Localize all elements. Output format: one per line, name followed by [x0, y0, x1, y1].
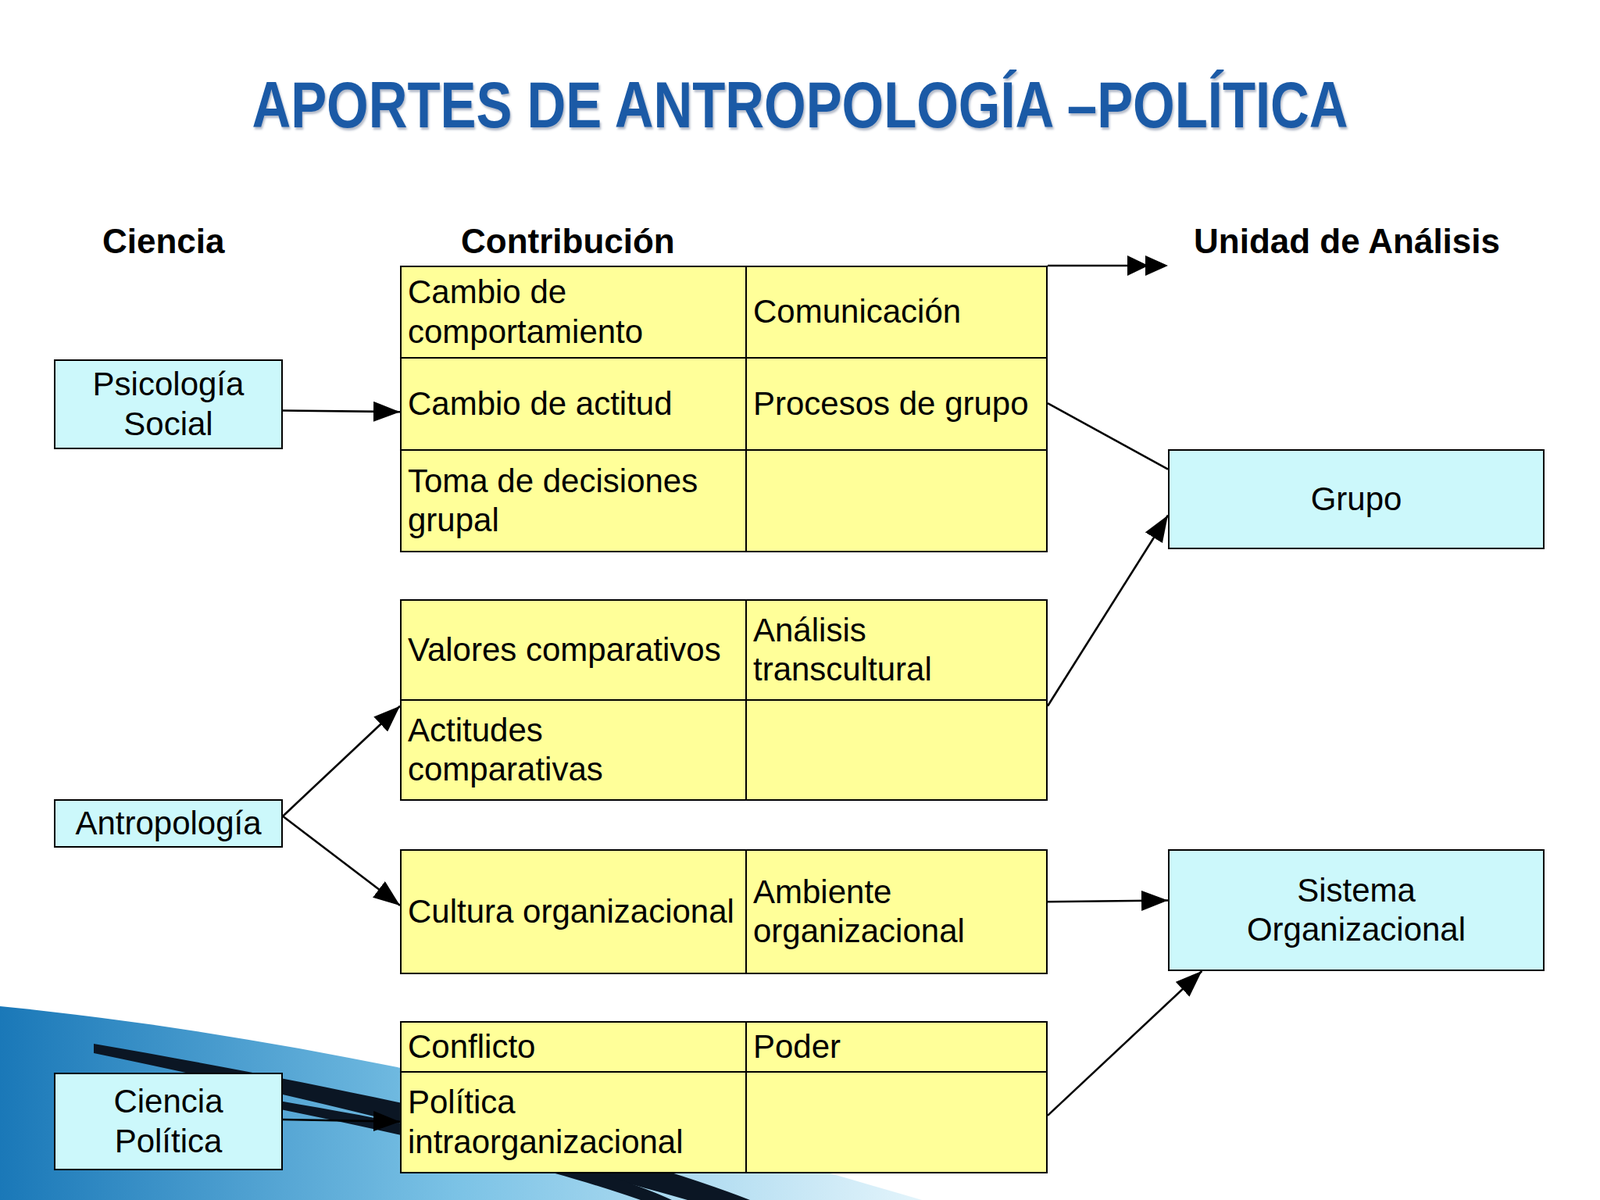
box-text: Grupo — [1310, 479, 1403, 519]
table-cell: Política intraorganizacional — [401, 1072, 747, 1172]
contribution-table: Cultura organizacional Ambiente organizac… — [400, 849, 1048, 975]
table-cell: Cambio de comportamiento — [401, 267, 747, 359]
table-cell: Cultura organizacional — [401, 850, 747, 973]
cell-text: Actitudes comparativas — [407, 710, 740, 790]
table-cell: Procesos de grupo — [746, 358, 1047, 451]
table-cell: Cambio de actitud — [401, 358, 747, 451]
connector-arrow — [282, 410, 400, 413]
connector-arrow — [1047, 971, 1202, 1116]
connector-arrow — [1047, 900, 1168, 903]
connector-arrow — [282, 1119, 400, 1122]
box-text: Antropología — [75, 803, 261, 843]
contribution-table: Conflicto PoderPolítica intraorganizacion… — [400, 1021, 1048, 1174]
contribution-table: Cambio de comportamiento ComunicaciónCamb… — [400, 265, 1048, 553]
contribution-table: Valores comparativos Análisis transcultur… — [400, 599, 1048, 801]
cell-text: Análisis transcultural — [753, 610, 1040, 690]
header-arrow-head — [1127, 255, 1149, 276]
cell-text: Procesos de grupo — [753, 384, 1029, 424]
table-cell: Conflicto — [401, 1022, 747, 1073]
cell-text: Comunicación — [753, 292, 961, 332]
box-text: Ciencia Política — [64, 1082, 272, 1161]
box-text: Psicología Social — [64, 364, 272, 444]
column-header: Contribución — [460, 221, 675, 263]
unit-box: Sistema Organizacional — [1167, 849, 1545, 972]
table-cell: Comunicación — [746, 267, 1047, 359]
cell-text: Conflicto — [407, 1027, 536, 1067]
column-header: Ciencia — [102, 221, 225, 263]
table-cell — [746, 450, 1047, 551]
table-cell: Análisis transcultural — [746, 600, 1047, 701]
connector-arrow — [1047, 514, 1168, 706]
connector-arrow — [282, 706, 400, 817]
table-cell: Toma de decisiones grupal — [401, 450, 747, 551]
box-text: Sistema Organizacional — [1192, 871, 1520, 950]
table-cell: Actitudes comparativas — [401, 700, 747, 800]
cell-text: Cambio de comportamiento — [407, 272, 740, 352]
cell-text: Poder — [753, 1027, 841, 1067]
cell-text: Cambio de actitud — [407, 384, 673, 424]
column-header: Unidad de Análisis — [1193, 221, 1500, 263]
connector-arrow — [1047, 403, 1168, 469]
table-cell: Valores comparativos — [401, 600, 747, 701]
table-cell — [746, 700, 1047, 800]
cell-text: Ambiente organizacional — [753, 872, 1040, 952]
header-arrow-head — [1145, 255, 1168, 276]
science-box: Ciencia Política — [53, 1072, 283, 1171]
cell-text: Valores comparativos — [407, 630, 722, 670]
cell-text: Política intraorganizacional — [407, 1082, 740, 1162]
table-cell: Ambiente organizacional — [746, 850, 1047, 973]
table-cell — [746, 1072, 1047, 1172]
connector-arrow — [282, 816, 400, 906]
unit-box: Grupo — [1167, 449, 1545, 550]
cell-text: Cultura organizacional — [407, 892, 735, 932]
table-cell: Poder — [746, 1022, 1047, 1073]
science-box: Antropología — [53, 799, 283, 848]
slide-title: APORTES DE ANTROPOLOGÍA –POLÍTICA — [143, 71, 1456, 138]
science-box: Psicología Social — [53, 359, 283, 450]
cell-text: Toma de decisiones grupal — [407, 461, 740, 541]
